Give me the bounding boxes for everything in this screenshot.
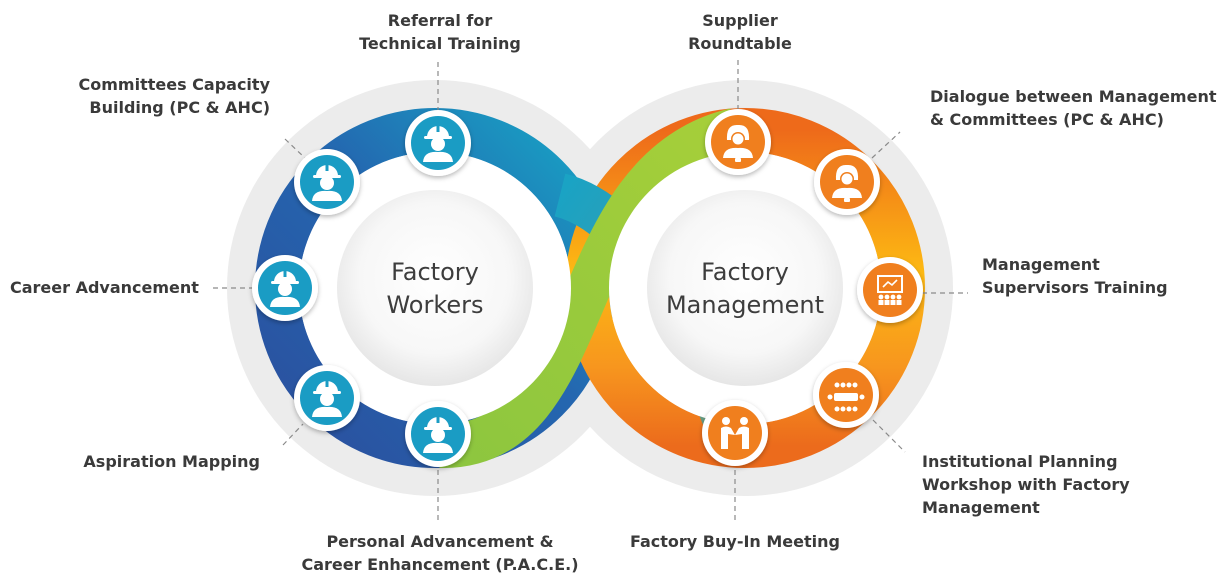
label-pace-line-1: Personal Advancement & <box>326 532 554 551</box>
label-career-line-1: Career Advancement <box>10 278 199 297</box>
meeting-table-icon <box>827 382 865 412</box>
label-career: Career Advancement <box>10 276 210 299</box>
label-institutional-line-2: Workshop with Factory <box>922 475 1130 494</box>
worker-hardhat-icon <box>270 271 300 307</box>
management-title-line-1: Factory <box>701 258 789 286</box>
label-committees-line-1: Committees Capacity <box>78 75 271 94</box>
management-center-inner <box>647 190 843 386</box>
label-referral-line-1: Referral for <box>387 11 493 30</box>
badge-referral <box>405 110 471 176</box>
connector-institutional <box>872 419 906 453</box>
manager-person-icon <box>723 124 753 162</box>
label-aspiration-line-1: Aspiration Mapping <box>83 452 260 471</box>
label-supervisors-line-1: Management <box>982 255 1100 274</box>
badge-supervisors <box>857 257 923 323</box>
badge-aspiration <box>294 365 360 431</box>
connector-aspiration <box>282 423 304 446</box>
label-supervisors: Management Supervisors Training <box>982 253 1212 299</box>
badge-supplier <box>705 109 771 175</box>
badge-dialogue <box>814 149 880 215</box>
label-supplier: Supplier Roundtable <box>640 9 840 55</box>
label-dialogue: Dialogue between Management & Committees… <box>930 85 1217 131</box>
label-buyin: Factory Buy-In Meeting <box>615 530 855 553</box>
worker-hardhat-icon <box>312 381 342 417</box>
badge-buyin <box>702 400 768 466</box>
workers-title-line-2: Workers <box>386 291 484 319</box>
label-referral: Referral for Technical Training <box>340 9 540 55</box>
badge-institutional <box>813 362 879 428</box>
handshake-icon <box>721 417 749 449</box>
badge-committees <box>294 149 360 215</box>
presentation-training-icon <box>877 275 903 305</box>
badge-pace <box>405 401 471 467</box>
manager-person-icon <box>832 164 862 202</box>
workers-title-line-1: Factory <box>391 258 479 286</box>
worker-hardhat-icon <box>423 126 453 162</box>
workers-center-inner <box>337 190 533 386</box>
management-title-line-2: Management <box>665 291 825 319</box>
connector-committees <box>284 138 306 159</box>
label-supplier-line-2: Roundtable <box>688 34 792 53</box>
label-dialogue-line-1: Dialogue between Management <box>930 87 1217 106</box>
label-pace-line-2: Career Enhancement (P.A.C.E.) <box>301 555 579 574</box>
worker-hardhat-icon <box>423 417 453 453</box>
worker-hardhat-icon <box>312 165 342 201</box>
label-institutional-line-1: Institutional Planning <box>922 452 1118 471</box>
green-crossover-band <box>439 108 741 469</box>
label-committees-line-2: Building (PC & AHC) <box>89 98 270 117</box>
connector-dialogue <box>871 131 901 159</box>
label-institutional-line-3: Management <box>922 498 1040 517</box>
label-dialogue-line-2: & Committees (PC & AHC) <box>930 110 1164 129</box>
label-committees: Committees Capacity Building (PC & AHC) <box>60 73 271 119</box>
label-buyin-line-1: Factory Buy-In Meeting <box>630 532 840 551</box>
management-center-title: Factory Management <box>645 256 845 322</box>
label-pace: Personal Advancement & Career Enhancemen… <box>300 530 580 576</box>
badge-career <box>252 255 318 321</box>
workers-center-title: Factory Workers <box>335 256 535 322</box>
label-aspiration: Aspiration Mapping <box>60 450 260 473</box>
label-supervisors-line-2: Supervisors Training <box>982 278 1168 297</box>
label-institutional: Institutional Planning Workshop with Fac… <box>922 450 1172 519</box>
label-referral-line-2: Technical Training <box>359 34 521 53</box>
label-supplier-line-1: Supplier <box>702 11 778 30</box>
